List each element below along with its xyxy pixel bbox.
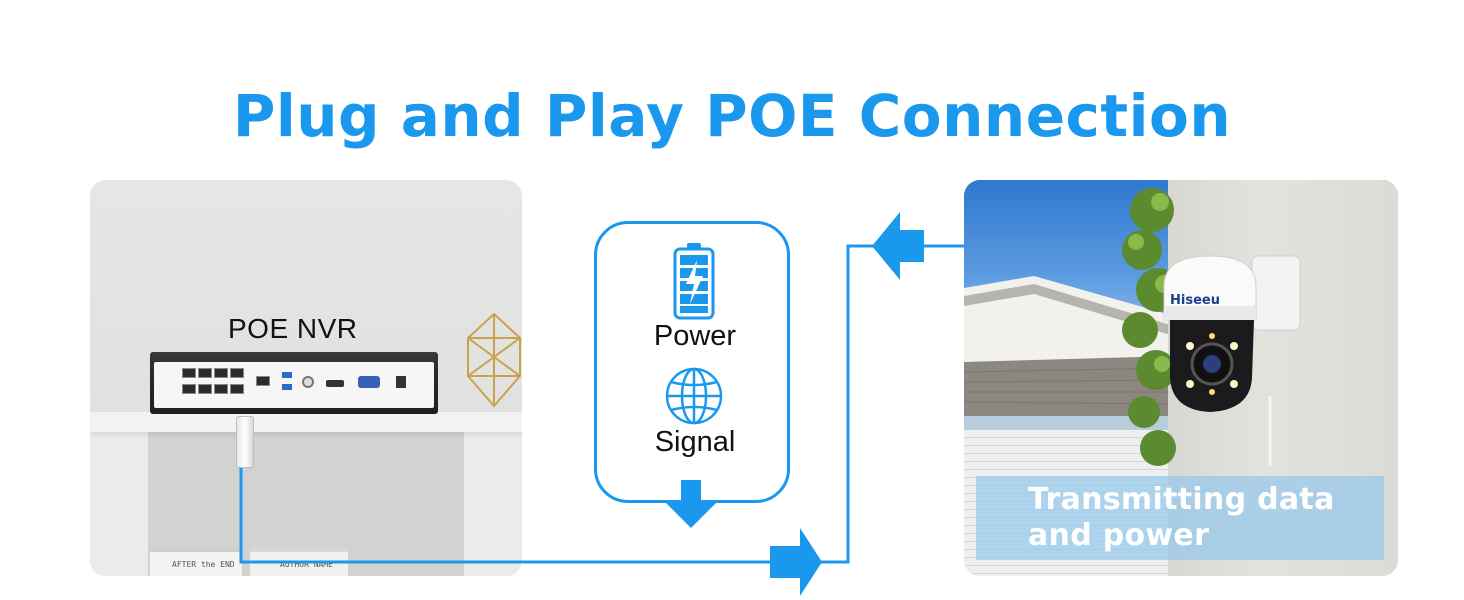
shelf-post-left	[90, 432, 148, 576]
power-label: Power	[653, 320, 737, 352]
nvr-front-panel	[154, 362, 434, 408]
usb-port	[282, 372, 292, 378]
book-left: AFTER the END	[150, 548, 242, 576]
arrow-left-icon	[872, 212, 924, 280]
caption-line-1: Transmitting data	[1028, 482, 1335, 517]
poe-port	[198, 368, 212, 378]
shelf-board	[90, 412, 522, 432]
vga-port	[358, 376, 380, 388]
battery-icon	[673, 243, 715, 320]
book-right: AUTHOR NAME	[250, 548, 348, 576]
signal-label: Signal	[654, 426, 736, 458]
globe-icon	[665, 367, 723, 425]
caption-box: Transmitting data and power	[976, 476, 1384, 560]
page-title: Plug and Play POE Connection	[232, 82, 1232, 150]
poe-port	[230, 368, 244, 378]
tree-foliage	[1122, 188, 1180, 466]
geometric-decor-icon	[467, 312, 521, 408]
shelf-post-right	[464, 432, 522, 576]
hdmi-port	[326, 380, 344, 387]
poe-port	[214, 384, 228, 394]
nvr-photo-panel: AFTER the END AUTHOR NAME POE NVR	[90, 180, 522, 576]
audio-jack	[302, 376, 314, 388]
usb-port	[282, 384, 292, 390]
lan-port	[256, 376, 270, 386]
camera-photo-panel: Hiseeu Transmitting data and power	[964, 180, 1398, 576]
camera-brand-text: Hiseeu	[1170, 293, 1220, 308]
poe-port	[182, 368, 196, 378]
poe-port	[230, 384, 244, 394]
nvr-label: POE NVR	[228, 313, 358, 344]
caption-line-2: and power	[1028, 518, 1210, 553]
poe-port	[182, 384, 196, 394]
books: AFTER the END AUTHOR NAME	[150, 548, 350, 576]
poe-port	[214, 368, 228, 378]
security-camera-icon: Hiseeu	[1163, 255, 1301, 466]
power-port	[396, 376, 406, 388]
power-signal-card: Power Signal	[594, 221, 790, 503]
arrow-right-icon	[770, 528, 822, 596]
ethernet-plug	[236, 416, 254, 468]
house-roof	[964, 276, 1174, 416]
nvr-device	[150, 352, 438, 414]
poe-port	[198, 384, 212, 394]
